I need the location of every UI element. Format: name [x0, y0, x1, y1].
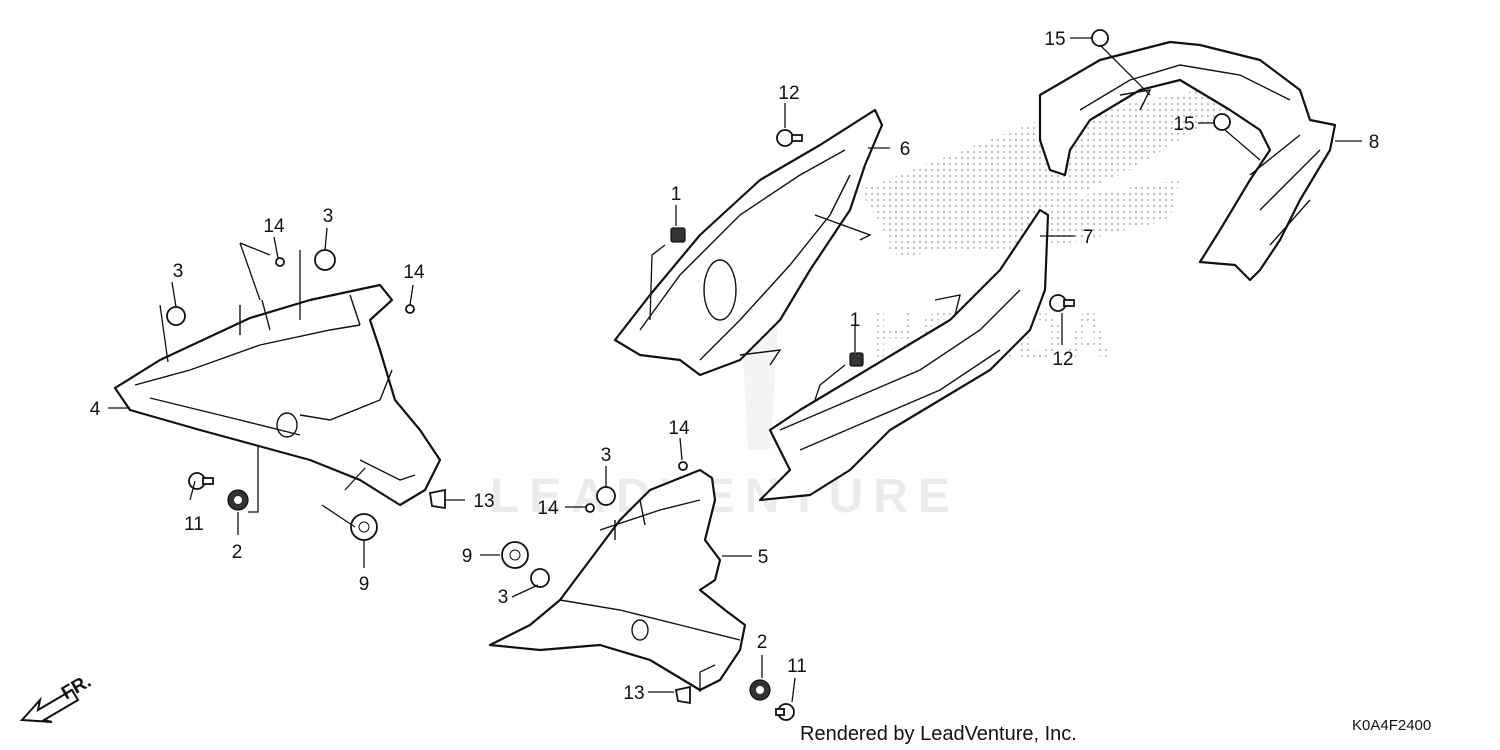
callout-3: 3	[323, 206, 334, 227]
part-15-screw-lower[interactable]	[1213, 113, 1231, 131]
callout-4: 4	[90, 399, 101, 420]
part-9-grommet-left[interactable]	[350, 513, 378, 541]
part-2-collar-left[interactable]	[227, 489, 249, 511]
part-7-side-cover[interactable]	[758, 208, 1050, 502]
callout-1: 1	[671, 184, 682, 205]
part-8-tail-cover[interactable]	[1038, 40, 1337, 282]
part-5-lower-panel[interactable]	[488, 468, 747, 692]
part-11-bolt-right[interactable]	[775, 703, 795, 721]
leadventure-wordmark: LEADVENTURE	[490, 470, 960, 523]
callout-11: 11	[787, 656, 807, 677]
part-1-clip-lower[interactable]	[849, 352, 864, 367]
callout-7: 7	[1083, 227, 1094, 248]
part-3-grommet-b[interactable]	[314, 249, 336, 271]
part-13-clip-upper[interactable]	[428, 488, 446, 510]
callout-labels: 3 3 14 14 4 11 2 9 13 12 6 1 1 7 12 15 1…	[90, 29, 1380, 704]
callout-13: 13	[473, 491, 494, 512]
part-6-inner-panel[interactable]	[613, 108, 884, 377]
callout-3: 3	[601, 445, 612, 466]
callout-14: 14	[403, 262, 425, 283]
part-14-screw-b[interactable]	[405, 304, 415, 314]
callout-12: 12	[778, 83, 799, 104]
part-2-collar-right[interactable]	[749, 679, 771, 701]
front-arrow: FR.	[19, 671, 95, 723]
callout-14: 14	[263, 216, 285, 237]
callout-6: 6	[900, 139, 911, 160]
part-3-grommet-d[interactable]	[530, 568, 550, 588]
arrow-icon	[19, 688, 80, 723]
part-9-grommet-right[interactable]	[501, 541, 529, 569]
callout-5: 5	[758, 547, 769, 568]
part-14-screw-a[interactable]	[275, 257, 285, 267]
callout-9: 9	[462, 546, 473, 567]
part-3-grommet-a[interactable]	[166, 306, 186, 326]
callout-8: 8	[1369, 132, 1380, 153]
callout-1: 1	[850, 310, 861, 331]
callout-15: 15	[1044, 29, 1065, 50]
callout-3: 3	[173, 261, 184, 282]
part-1-clip-upper[interactable]	[670, 227, 686, 243]
callout-15: 15	[1173, 114, 1194, 135]
callout-9: 9	[359, 574, 370, 595]
part-12-bolt-lower[interactable]	[1049, 294, 1075, 312]
callout-2: 2	[232, 542, 243, 563]
callout-11: 11	[184, 514, 204, 535]
callout-12: 12	[1052, 349, 1073, 370]
callout-14: 14	[537, 498, 559, 519]
rendered-by-credit: Rendered by LeadVenture, Inc.	[800, 723, 1077, 745]
callout-2: 2	[757, 632, 768, 653]
part-14-screw-d[interactable]	[678, 461, 688, 471]
part-14-screw-c[interactable]	[585, 503, 595, 513]
part-13-clip-lower[interactable]	[674, 685, 691, 705]
part-15-screw-upper[interactable]	[1091, 29, 1109, 47]
part-4-left-cover[interactable]	[113, 283, 442, 507]
diagram-code: K0A4F2400	[1352, 717, 1431, 734]
part-12-bolt-upper[interactable]	[776, 129, 803, 147]
leader-lines	[108, 37, 1362, 703]
part-3-grommet-c[interactable]	[596, 486, 616, 506]
callout-3: 3	[498, 587, 509, 608]
callout-13: 13	[623, 683, 644, 704]
part-11-bolt-left[interactable]	[188, 472, 214, 490]
callout-14: 14	[668, 418, 690, 439]
